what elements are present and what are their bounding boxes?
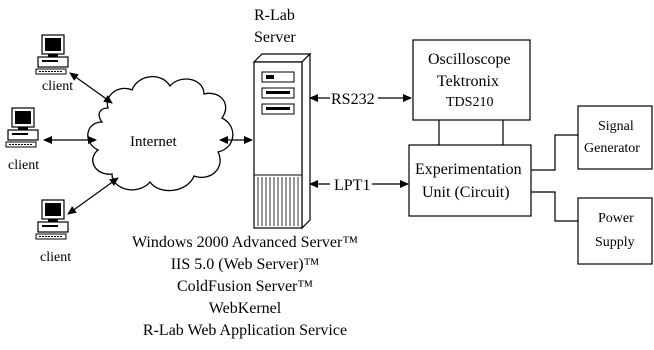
internet-label: Internet — [130, 134, 177, 150]
power-supply-box: Power Supply — [577, 197, 653, 265]
signal-generator-line1: Signal — [598, 119, 634, 134]
server-title-line2: Server — [254, 29, 296, 46]
experimentation-unit-line2: Unit (Circuit) — [422, 184, 510, 201]
oscilloscope-line3: TDS210 — [446, 95, 493, 110]
unit-power-supply-connector — [531, 191, 578, 222]
experimentation-unit-line1: Experimentation — [415, 161, 522, 178]
signal-generator-box: Signal Generator — [577, 105, 653, 170]
client-top-internet-link — [69, 72, 113, 104]
client-computer-bottom: client — [35, 199, 71, 265]
software-stack-item: IIS 5.0 (Web Server)™ — [171, 256, 320, 273]
server-title-line1: R-Lab — [254, 7, 295, 24]
rs232-link: RS232 — [309, 91, 412, 108]
experimentation-unit-box: Experimentation Unit (Circuit) — [408, 144, 532, 217]
client-computer-top: client — [35, 34, 73, 94]
computer-icon — [35, 34, 69, 75]
oscilloscope-line2: Tektronix — [437, 73, 499, 90]
rs232-label: RS232 — [331, 91, 375, 108]
software-stack-item: Windows 2000 Advanced Server™ — [132, 234, 358, 251]
lpt1-link: LPT1 — [309, 177, 409, 194]
internet-cloud: Internet — [87, 76, 234, 192]
client-label: client — [8, 158, 39, 173]
computer-icon — [5, 107, 39, 148]
computer-icon — [35, 199, 69, 240]
signal-generator-line2: Generator — [584, 141, 640, 156]
client-label: client — [40, 250, 71, 265]
client-bottom-internet-link — [67, 177, 119, 215]
rlab-server: R-Lab Server — [252, 7, 312, 230]
oscilloscope-line1: Oscilloscope — [428, 51, 511, 68]
software-stack-item: R-Lab Web Application Service — [143, 322, 347, 339]
lpt1-label: LPT1 — [334, 177, 370, 194]
unit-signal-generator-connector — [531, 134, 578, 171]
client-computer-middle: client — [5, 107, 39, 173]
server-tower-icon — [252, 52, 312, 230]
software-stack-list: Windows 2000 Advanced Server™ IIS 5.0 (W… — [132, 234, 358, 339]
power-supply-line1: Power — [598, 211, 634, 226]
oscilloscope-box: Oscilloscope Tektronix TDS210 — [412, 39, 531, 121]
power-supply-line2: Supply — [595, 235, 635, 250]
software-stack-item: ColdFusion Server™ — [177, 278, 313, 295]
software-stack-item: WebKernel — [209, 300, 282, 317]
client-label: client — [42, 79, 73, 94]
